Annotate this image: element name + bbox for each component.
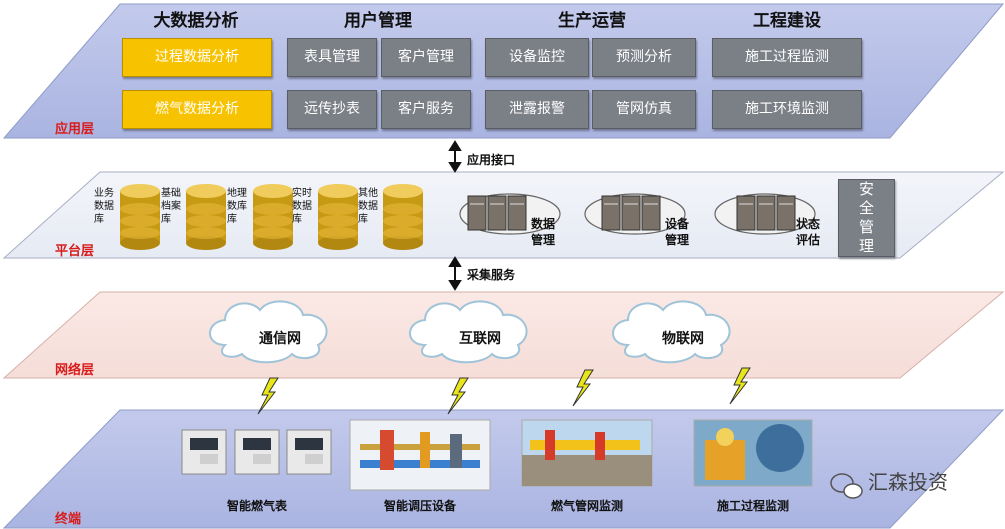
- collect-service-arrow: [448, 256, 462, 291]
- process-data-analysis-button[interactable]: 过程数据分析: [122, 38, 272, 77]
- smart-gas-meter-label: 智能燃气表: [226, 499, 287, 513]
- security-char-1: 安: [858, 180, 874, 198]
- database-cylinder-2: [186, 184, 226, 250]
- terminal-layer-label: 终端: [55, 512, 82, 527]
- database-cylinder-3: [253, 184, 293, 250]
- pipeline-monitoring-label: 燃气管网监测: [550, 499, 623, 513]
- database-cylinders: [120, 184, 423, 250]
- customer-service-button[interactable]: 客户服务: [381, 90, 471, 129]
- cloud-3: [612, 300, 731, 364]
- header-big-data-analysis: 大数据分析: [153, 11, 239, 31]
- wechat-logo-icon: [830, 473, 863, 499]
- equipment-monitoring-button[interactable]: 设备监控: [485, 38, 589, 77]
- remote-meter-reading-button[interactable]: 远传抄表: [287, 90, 377, 129]
- app-interface-label: 应用接口: [467, 153, 516, 167]
- construction-environment-monitoring-button[interactable]: 施工环境监测: [712, 90, 862, 129]
- data-management-label: 数据管理: [531, 217, 556, 247]
- header-production-operation: 生产运营: [558, 11, 626, 31]
- smart-pressure-device-label: 智能调压设备: [383, 499, 456, 513]
- security-char-4: 理: [858, 237, 874, 255]
- terminal-layer-plane: [2, 409, 1005, 529]
- header-user-management: 用户管理: [344, 11, 412, 31]
- server-group-2: [584, 193, 686, 235]
- lightning-3: [572, 369, 594, 407]
- database-cylinder-1: [120, 184, 160, 250]
- app-interface-arrow: [448, 140, 462, 173]
- internet-label: 互联网: [459, 331, 501, 347]
- watermark-text: 汇森投资: [868, 470, 948, 494]
- gas-data-analysis-button[interactable]: 燃气数据分析: [122, 90, 272, 129]
- database-label-4: 实时数据库: [292, 188, 312, 225]
- lightning-bolts: [257, 367, 751, 415]
- database-label-5: 其他数据库: [358, 188, 378, 225]
- network-layer-label: 网络层: [55, 363, 95, 378]
- cloud-1: [209, 300, 328, 364]
- construction-monitoring-image: [693, 419, 813, 487]
- security-char-3: 管: [858, 218, 874, 236]
- database-label-1: 业务数据库: [94, 188, 114, 225]
- device-management-label: 设备管理: [665, 217, 690, 247]
- pressure-regulator-image: [349, 419, 491, 491]
- database-cylinder-4: [318, 184, 358, 250]
- status-assessment-label: 状态评估: [796, 217, 821, 247]
- database-label-2: 基础档案库: [161, 188, 181, 225]
- collect-service-label: 采集服务: [467, 268, 516, 282]
- server-group-3: [714, 193, 816, 235]
- lightning-1: [257, 377, 279, 415]
- header-engineering-construction: 工程建设: [753, 11, 821, 31]
- security-management-box[interactable]: 安 全 管 理: [838, 179, 895, 257]
- customer-management-button[interactable]: 客户管理: [381, 38, 471, 77]
- pipeline-monitoring-image: [521, 419, 653, 487]
- forecast-analysis-button[interactable]: 预测分析: [592, 38, 696, 77]
- cloud-2: [409, 300, 528, 364]
- leak-alarm-button[interactable]: 泄露报警: [485, 90, 589, 129]
- communication-network-label: 通信网: [259, 331, 301, 347]
- security-char-2: 全: [858, 199, 874, 217]
- pipeline-simulation-button[interactable]: 管网仿真: [592, 90, 696, 129]
- application-layer-label: 应用层: [55, 122, 95, 137]
- construction-process-monitoring-button[interactable]: 施工过程监测: [712, 38, 862, 77]
- lightning-2: [447, 377, 469, 415]
- gas-meter-images: [181, 429, 332, 475]
- lightning-4: [729, 367, 751, 405]
- database-cylinder-5: [383, 184, 423, 250]
- construction-process-monitoring-label: 施工过程监测: [716, 499, 789, 513]
- platform-layer-label: 平台层: [55, 244, 95, 259]
- database-label-3: 地理数库库: [227, 188, 247, 225]
- server-group-1: [459, 193, 561, 235]
- meter-management-button[interactable]: 表具管理: [287, 38, 377, 77]
- iot-label: 物联网: [662, 331, 704, 347]
